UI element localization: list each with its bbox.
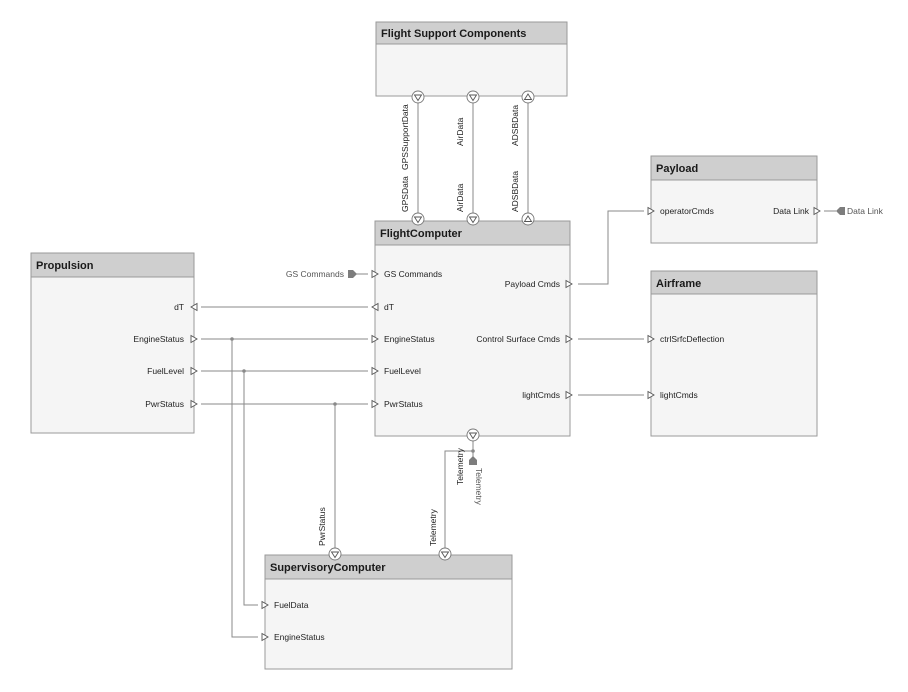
port-label-payload-cmds: Payload Cmds bbox=[505, 279, 560, 289]
external-port-data-link[interactable]: Data Link bbox=[836, 206, 884, 216]
port-label-gs-commands: GS Commands bbox=[384, 269, 442, 279]
port-supervisory-engine-status-in[interactable] bbox=[261, 632, 269, 642]
block-supervisory-computer[interactable]: SupervisoryComputer FuelData EngineStatu… bbox=[264, 554, 513, 670]
block-title: Propulsion bbox=[36, 260, 94, 272]
wire-label-gps-support-data: GPSSupportData bbox=[400, 104, 410, 170]
port-gps-in[interactable] bbox=[411, 212, 425, 226]
port-label-control-surface-cmds: Control Surface Cmds bbox=[476, 334, 560, 344]
port-pwr-status-in[interactable] bbox=[371, 399, 379, 409]
wire-label-air-data-top: AirData bbox=[455, 117, 465, 146]
port-label-dT: dT bbox=[174, 302, 184, 312]
port-label-fuel-level: FuelLevel bbox=[147, 366, 184, 376]
block-title: SupervisoryComputer bbox=[270, 562, 386, 574]
block-title: Flight Support Components bbox=[381, 28, 526, 40]
port-ctrl-srfc-deflection-in[interactable] bbox=[647, 334, 655, 344]
port-operator-cmds-in[interactable] bbox=[647, 206, 655, 216]
port-label-ctrl-srfc-deflection: ctrlSrfcDeflection bbox=[660, 334, 725, 344]
junction-dot bbox=[242, 369, 246, 373]
block-propulsion[interactable]: Propulsion dT EngineStatus FuelLevel Pwr… bbox=[30, 252, 195, 434]
port-engine-status-out[interactable] bbox=[190, 334, 198, 344]
block-title: Payload bbox=[656, 163, 698, 175]
connection-lines bbox=[201, 103, 836, 638]
junction-dots bbox=[230, 337, 475, 453]
port-label-pwr-status: PwrStatus bbox=[145, 399, 184, 409]
port-control-surface-cmds-out[interactable] bbox=[565, 334, 573, 344]
block-flight-support-components[interactable]: Flight Support Components bbox=[375, 21, 568, 97]
port-supervisory-telemetry-in[interactable] bbox=[438, 547, 452, 561]
port-dT-out[interactable] bbox=[371, 302, 379, 312]
wire-telemetry[interactable] bbox=[444, 440, 474, 548]
wire-label-pwr-status: PwrStatus bbox=[317, 507, 327, 546]
port-airdata-out[interactable] bbox=[466, 90, 480, 104]
wire-label-telemetry-supervisory: Telemetry bbox=[428, 508, 438, 546]
port-fuel-data-in[interactable] bbox=[261, 600, 269, 610]
port-dT-in[interactable] bbox=[190, 302, 198, 312]
port-label-engine-status: EngineStatus bbox=[274, 632, 325, 642]
block-title: FlightComputer bbox=[380, 228, 463, 240]
external-port-gs-commands[interactable]: GS Commands bbox=[286, 269, 357, 279]
external-port-label: Telemetry bbox=[474, 468, 484, 506]
external-port-label: Data Link bbox=[847, 206, 884, 216]
port-pwr-status-out[interactable] bbox=[190, 399, 198, 409]
port-gps-support-out[interactable] bbox=[411, 90, 425, 104]
port-payload-cmds-out[interactable] bbox=[565, 279, 573, 289]
port-gs-commands-in[interactable] bbox=[371, 269, 379, 279]
wire-payload-cmds[interactable] bbox=[578, 210, 644, 285]
port-label-data-link: Data Link bbox=[773, 206, 810, 216]
port-label-pwr-status: PwrStatus bbox=[384, 399, 423, 409]
port-fuel-level-out[interactable] bbox=[190, 366, 198, 376]
port-airframe-light-cmds-in[interactable] bbox=[647, 390, 655, 400]
block-flight-computer[interactable]: FlightComputer GS Commands dT EngineStat… bbox=[374, 220, 571, 437]
port-label-fuel-level: FuelLevel bbox=[384, 366, 421, 376]
wire-engine-to-supervisory[interactable] bbox=[231, 339, 258, 638]
junction-dot bbox=[333, 402, 337, 406]
junction-dot bbox=[471, 449, 475, 453]
wire-fuel-to-supervisory[interactable] bbox=[243, 371, 258, 606]
port-fuel-level-in[interactable] bbox=[371, 366, 379, 376]
port-label-light-cmds: lightCmds bbox=[660, 390, 698, 400]
external-port-label: GS Commands bbox=[286, 269, 344, 279]
block-title: Airframe bbox=[656, 278, 701, 290]
block-airframe[interactable]: Airframe ctrlSrfcDeflection lightCmds bbox=[650, 270, 818, 437]
port-light-cmds-out[interactable] bbox=[565, 390, 573, 400]
wire-label-adsb-data-bottom: ADSBData bbox=[510, 171, 520, 212]
external-port-telemetry[interactable]: Telemetry bbox=[469, 456, 484, 506]
port-label-dT: dT bbox=[384, 302, 394, 312]
port-label-operator-cmds: operatorCmds bbox=[660, 206, 714, 216]
port-data-link-out[interactable] bbox=[813, 206, 821, 216]
junction-dot bbox=[230, 337, 234, 341]
port-telemetry-out[interactable] bbox=[466, 428, 480, 442]
block-payload[interactable]: Payload operatorCmds Data Link bbox=[650, 155, 818, 244]
wire-label-adsb-data-top: ADSBData bbox=[510, 105, 520, 146]
port-supervisory-pwr-status-in[interactable] bbox=[328, 547, 342, 561]
wire-label-telemetry-fc: Telemetry bbox=[455, 447, 465, 485]
port-label-engine-status: EngineStatus bbox=[384, 334, 435, 344]
wire-labels: GPSSupportData GPSData AirData AirData A… bbox=[317, 104, 520, 546]
wire-label-air-data-bottom: AirData bbox=[455, 183, 465, 212]
port-label-light-cmds: lightCmds bbox=[522, 390, 560, 400]
port-label-fuel-data: FuelData bbox=[274, 600, 309, 610]
port-label-engine-status: EngineStatus bbox=[133, 334, 184, 344]
wire-label-gps-data: GPSData bbox=[400, 176, 410, 212]
port-adsb-out[interactable] bbox=[521, 212, 535, 226]
port-engine-status-in[interactable] bbox=[371, 334, 379, 344]
port-airdata-in[interactable] bbox=[466, 212, 480, 226]
port-adsb-in[interactable] bbox=[521, 90, 535, 104]
